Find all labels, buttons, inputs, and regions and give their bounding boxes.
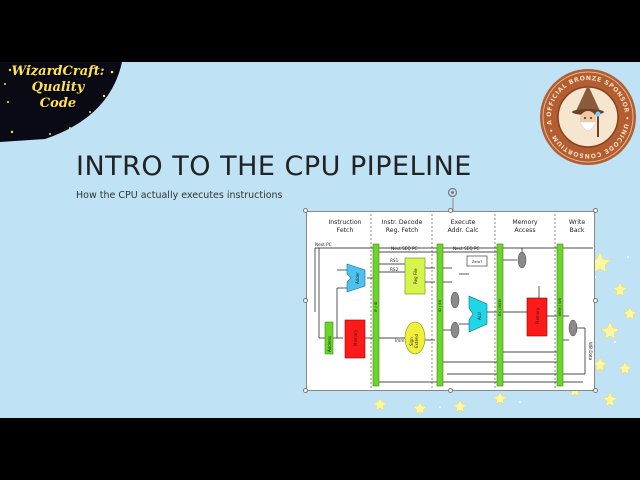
logo-line-3: Code: [39, 96, 77, 111]
rotate-handle-icon[interactable]: [447, 187, 458, 198]
sign-extend-block: [404, 321, 426, 355]
wizardcraft-logo: WizardCraft: Quality Code: [0, 62, 125, 142]
resize-handle-bottom-center[interactable]: [448, 388, 453, 393]
if-id-label: IF / ID: [374, 301, 378, 312]
letterbox-bottom: [0, 418, 640, 480]
logo-text: WizardCraft: Quality Code: [3, 64, 113, 112]
logo-line-1: WizardCraft:: [11, 64, 105, 79]
stage-writeback-line1: Write: [569, 219, 586, 226]
address-block: [324, 321, 334, 355]
letterbox-top: [0, 0, 640, 62]
logo-background: [0, 62, 122, 142]
slide-title: INTRO TO THE CPU PIPELINE: [76, 151, 472, 182]
stage-execute-line2: Addr. Calc: [447, 227, 479, 234]
stage-decode-line1: Instr. Decode: [382, 219, 423, 226]
resize-handle-top-left[interactable]: [303, 208, 308, 213]
if-id-register: [372, 243, 380, 387]
wb-data-label: WB Data: [588, 342, 593, 361]
stage-decode-line2: Reg. Fetch: [386, 227, 419, 234]
zero-check-label: Zero?: [472, 259, 483, 264]
resize-handle-bottom-left[interactable]: [303, 388, 308, 393]
id-ex-label: ID / EX: [438, 299, 442, 312]
sponsor-badge: OFFICIAL BRONZE SPONSOR • UNICODE CONSOR…: [535, 62, 638, 167]
presentation-slide: WizardCraft: Quality Code OFFICIAL BRONZ…: [0, 62, 640, 418]
next-seq-pc-label-1: Next SEQ PC: [391, 246, 418, 251]
pipeline-diagram[interactable]: Instruction Fetch Instr. Decode Reg. Fet…: [306, 211, 595, 391]
resize-handle-middle-right[interactable]: [593, 298, 598, 303]
reg-file-block: [404, 257, 426, 295]
sponsor-badge-seal: OFFICIAL BRONZE SPONSOR • UNICODE CONSOR…: [535, 62, 636, 165]
rs1-label: RS1: [390, 258, 399, 263]
slide-subtitle: How the CPU actually executes instructio…: [76, 190, 283, 201]
adder-block: [346, 263, 366, 293]
resize-handle-middle-left[interactable]: [303, 298, 308, 303]
stage-fetch-line1: Instruction: [328, 219, 361, 226]
mux-a: [450, 291, 460, 309]
next-pc-label: Next PC: [315, 242, 332, 247]
resize-handle-top-right[interactable]: [593, 208, 598, 213]
next-seq-pc-label-2: Next SEQ PC: [453, 246, 480, 251]
instruction-memory-block: [344, 319, 366, 359]
resize-handle-top-center[interactable]: [448, 208, 453, 213]
alu-block: [468, 295, 488, 333]
address-label: Address: [327, 336, 332, 352]
stage-writeback-line2: Back: [569, 227, 584, 234]
id-ex-register: [436, 243, 444, 387]
mux-writeback: [568, 319, 578, 337]
ex-mem-register: [496, 243, 504, 387]
pipeline-diagram-svg: Instruction Fetch Instr. Decode Reg. Fet…: [314, 214, 593, 388]
logo-line-2: Quality: [31, 80, 85, 95]
zero-check-block: [466, 255, 488, 267]
stage-execute-line1: Execute: [451, 219, 476, 226]
rotate-handle-line: [452, 198, 454, 211]
sign-extend-label-2: Extend: [414, 334, 419, 348]
data-memory-label: Memory: [535, 307, 540, 324]
stage-fetch-line2: Fetch: [337, 227, 354, 234]
reg-file-label: Reg File: [413, 268, 418, 284]
mux-b: [450, 321, 460, 339]
resize-handle-bottom-right[interactable]: [593, 388, 598, 393]
sign-extend-label-1: Sign: [409, 337, 414, 346]
data-memory-block: [526, 297, 548, 337]
rs2-label: RS2: [390, 267, 399, 272]
ex-mem-label: EX / MEM: [498, 299, 502, 316]
mux-pc: [517, 251, 527, 269]
stage-memory-line1: Memory: [512, 219, 538, 226]
imm-label: Imm: [395, 338, 404, 343]
mem-wb-register: [556, 243, 564, 387]
mem-wb-label: MEM / WB: [558, 297, 562, 316]
alu-label: ALU: [477, 312, 482, 320]
adder-label: Adder: [355, 272, 360, 284]
instruction-memory-label: Memory: [353, 329, 358, 346]
stage-memory-line2: Access: [514, 227, 535, 234]
